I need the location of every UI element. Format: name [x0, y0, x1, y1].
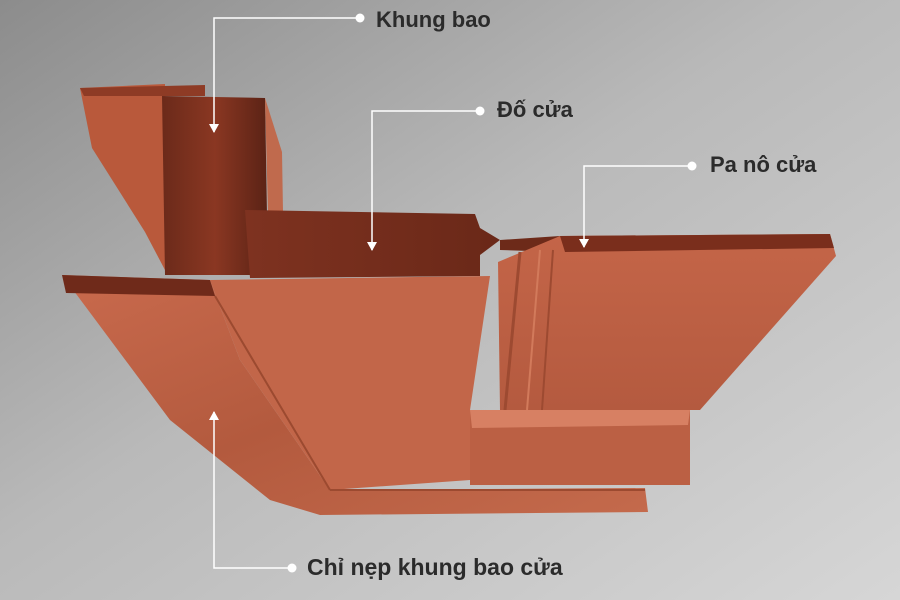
leader-arrow-chi-nep — [209, 411, 219, 420]
label-do-cua: Đố cửa — [497, 97, 573, 122]
leader-chi-nep — [213, 412, 292, 569]
leader-arrow-pa-no-cua — [579, 239, 589, 248]
leader-do-cua — [371, 110, 480, 250]
leader-dot-pa-no-cua — [687, 161, 697, 171]
label-pa-no-cua: Pa nô cửa — [710, 152, 817, 177]
label-chi-nep-khung-bao-cua: Chỉ nẹp khung bao cửa — [307, 554, 563, 580]
label-khung-bao: Khung bao — [376, 7, 491, 32]
leader-arrow-do-cua — [367, 242, 377, 251]
leader-dot-do-cua — [475, 106, 485, 116]
leader-khung-bao — [213, 17, 360, 132]
pa-no-cua-piece — [498, 234, 836, 411]
leader-dot-khung-bao — [355, 13, 365, 23]
leader-arrow-khung-bao — [209, 124, 219, 133]
chi-nep-khung-bao-piece — [62, 275, 690, 515]
khung-bao-piece — [80, 84, 283, 275]
leader-dot-chi-nep — [287, 563, 297, 573]
leader-pa-no-cua — [583, 165, 692, 247]
